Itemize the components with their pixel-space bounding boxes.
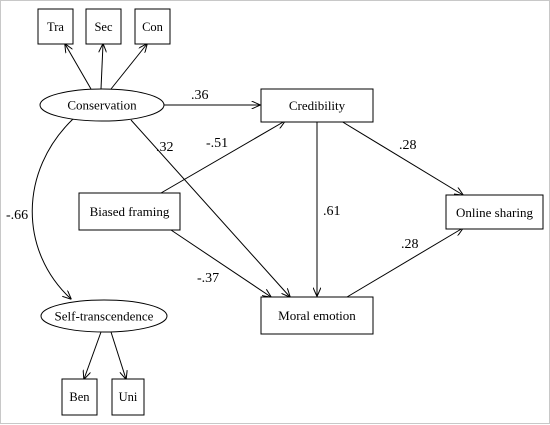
node-biased-framing: Biased framing — [78, 192, 181, 231]
node-biased-framing-label: Biased framing — [90, 204, 170, 219]
node-ben: Ben — [61, 378, 98, 416]
edge-conservation-tra — [65, 44, 92, 90]
node-uni: Uni — [111, 378, 145, 416]
coef-credibility-online-sharing: .28 — [399, 138, 417, 153]
coef-conservation-selftrans: -.66 — [6, 208, 28, 223]
node-self-transcendence-label: Self-transcendence — [55, 309, 154, 324]
node-ben-label: Ben — [69, 390, 90, 404]
edge-moral-emotion-online-sharing — [346, 228, 463, 298]
coef-conservation-moral-emotion: .32 — [156, 140, 174, 155]
edge-credibility-online-sharing — [340, 120, 463, 195]
node-moral-emotion: Moral emotion — [260, 296, 374, 335]
coefficients: .36 .32 -.51 .28 .61 -.66 -.37 .28 — [6, 88, 419, 286]
edge-conservation-selftrans-covariance — [31, 119, 73, 299]
coef-moral-emotion-online-sharing: .28 — [401, 237, 419, 252]
node-uni-label: Uni — [119, 390, 138, 404]
edge-selftrans-ben — [84, 331, 102, 379]
edges — [31, 44, 463, 379]
node-tra-label: Tra — [47, 20, 64, 34]
coef-biased-credibility: -.51 — [206, 136, 228, 151]
edge-biased-credibility — [160, 121, 285, 194]
edge-conservation-con — [110, 44, 147, 90]
node-online-sharing-label: Online sharing — [456, 205, 533, 220]
node-sec: Sec — [85, 8, 122, 45]
node-tra: Tra — [37, 8, 74, 45]
node-conservation: Conservation — [39, 88, 165, 122]
edge-selftrans-uni — [110, 331, 126, 379]
edge-conservation-moral-emotion — [130, 119, 290, 297]
node-conservation-label: Conservation — [67, 98, 137, 113]
node-credibility: Credibility — [260, 88, 374, 123]
edge-conservation-sec — [101, 44, 103, 90]
node-credibility-label: Credibility — [289, 98, 346, 113]
coef-credibility-moral-emotion: .61 — [323, 204, 341, 219]
node-sec-label: Sec — [94, 20, 113, 34]
node-con: Con — [134, 8, 171, 45]
node-online-sharing: Online sharing — [445, 194, 544, 230]
edge-biased-moral-emotion — [170, 229, 271, 297]
coef-conservation-credibility: .36 — [191, 88, 209, 103]
node-self-transcendence: Self-transcendence — [40, 299, 168, 333]
node-con-label: Con — [142, 20, 164, 34]
node-moral-emotion-label: Moral emotion — [278, 308, 356, 323]
coef-biased-moral-emotion: -.37 — [197, 271, 219, 286]
